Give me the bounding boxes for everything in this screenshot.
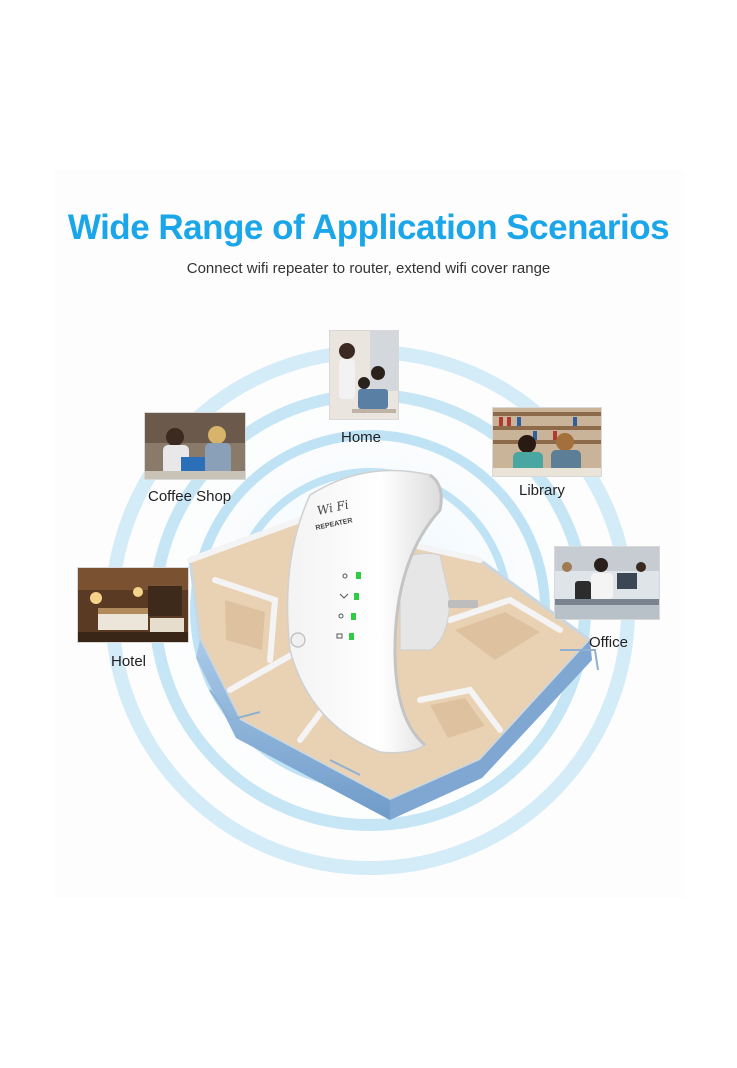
svg-text:Wi Fi: Wi Fi: [316, 498, 350, 518]
wifi-repeater-device: Wi Fi REPEATER: [286, 469, 478, 754]
hotel-label: Hotel: [111, 653, 147, 670]
coffee-shop-photo: [144, 412, 246, 480]
office-label: Office: [589, 634, 628, 651]
page-subtitle: Connect wifi repeater to router, extend …: [186, 260, 551, 277]
coffee-shop-label: Coffee Shop: [148, 488, 232, 505]
page-title: Wide Range of Application Scenarios: [67, 208, 670, 247]
library-label: Library: [519, 482, 565, 499]
status-lights: [336, 572, 361, 640]
library-photo: [492, 407, 602, 477]
home-photo: [329, 330, 399, 420]
office-photo: [554, 546, 660, 620]
home-label: Home: [341, 429, 382, 446]
hotel-photo: [77, 567, 189, 643]
